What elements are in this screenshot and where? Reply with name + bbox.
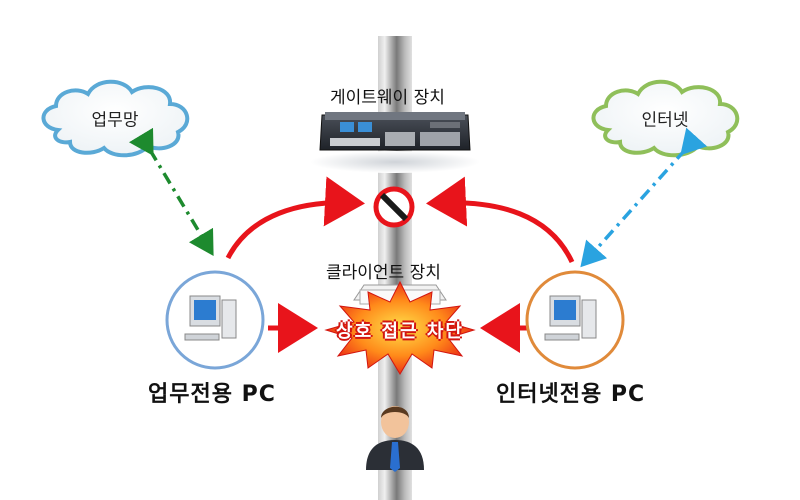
- work-network-label: 업무망: [91, 110, 139, 131]
- blue-dashed-arrow: [580, 127, 708, 268]
- block-label: 상호 접근 차단: [336, 321, 464, 342]
- client-label: 클라이언트 장치: [326, 263, 441, 283]
- red-arrow-left-up: [225, 176, 365, 260]
- work-pc-label: 업무전용 PC: [148, 382, 276, 407]
- gateway-label: 게이트웨이 장치: [330, 88, 445, 108]
- gateway-device: [310, 112, 480, 173]
- red-arrow-right-up: [426, 176, 575, 264]
- blocked-icon: [373, 186, 415, 228]
- block-starburst: [324, 280, 476, 375]
- user-icon: [366, 406, 424, 472]
- work-pc-icon: [165, 270, 265, 370]
- green-dashed-arrow: [128, 127, 214, 257]
- internet-pc-label: 인터넷전용 PC: [496, 382, 646, 407]
- internet-label: 인터넷: [641, 110, 689, 131]
- internet-pc-icon: [525, 270, 625, 370]
